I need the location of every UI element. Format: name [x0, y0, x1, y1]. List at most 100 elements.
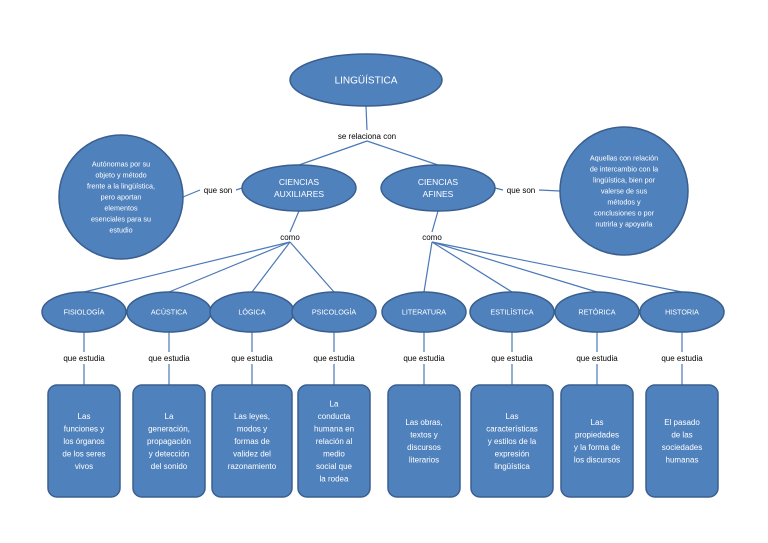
description-box-1-2	[560, 384, 634, 498]
como-label-1: como	[422, 233, 442, 242]
child-connector-0-0: que estudia	[63, 354, 105, 363]
description-box-text-1-1-line: Las	[506, 412, 519, 421]
description-text-0-line: objeto y método	[95, 171, 146, 180]
description-box-text-0-1-line: del sonido	[151, 462, 188, 471]
child-line-0-3	[289, 241, 335, 293]
description-box-text-0-3-line: social que	[316, 462, 353, 471]
description-box-text-1-3-line: humanas	[666, 456, 699, 465]
description-box-text-0-2-line: validez del	[233, 449, 271, 458]
description-text-0-line: Autónomas por su	[92, 160, 150, 169]
description-box-text-1-0-line: Las obras,	[405, 418, 442, 427]
description-box-text-1-2-line: propiedades	[575, 431, 619, 440]
description-box-text-0-1-line: La	[165, 412, 174, 421]
child-label-1-1: ESTILÍSTICA	[490, 308, 533, 317]
side-connector-0: que son	[204, 186, 232, 195]
child-line-1-0	[423, 241, 433, 293]
description-circle-1	[559, 126, 689, 256]
description-box-text-0-1-line: y detección	[149, 449, 189, 458]
child-connector-1-1: que estudia	[491, 354, 533, 363]
description-box-1-3	[645, 384, 719, 498]
child-label-1-2: RETÓRICA	[578, 308, 615, 317]
description-text-1-line: valerse de sus	[601, 187, 648, 196]
description-box-1-1	[470, 384, 554, 498]
description-text-0-line: esenciales para su	[91, 215, 151, 224]
description-box-1-0	[387, 384, 461, 498]
como-line-1	[431, 210, 439, 233]
child-connector-0-1: que estudia	[148, 354, 190, 363]
description-box-text-1-2-line: los discursos	[574, 456, 620, 465]
side-line-b-0	[182, 189, 201, 198]
description-box-text-1-0-line: discursos	[407, 443, 441, 452]
child-line-0-2	[251, 241, 291, 293]
description-box-0-0	[47, 384, 121, 498]
description-box-text-1-1-line: lingüística	[494, 462, 530, 471]
description-box-text-0-2-line: Las leyes,	[234, 412, 270, 421]
description-box-text-1-2-line: y la forma de	[574, 443, 621, 452]
description-text-1-line: nutrirla y apoyarla	[595, 220, 652, 229]
branch-label-0-line: AUXILIARES	[274, 189, 324, 199]
child-label-0-1: ACÚSTICA	[151, 308, 188, 317]
branch-node-0	[241, 164, 357, 212]
side-line-a-1	[494, 187, 504, 191]
child-line-0-1	[168, 241, 291, 293]
description-box-text-0-2-line: modos y	[237, 424, 267, 433]
child-node-1-3	[639, 291, 725, 333]
child-connector-0-3: que estudia	[313, 354, 355, 363]
description-text-0-line: estudio	[109, 226, 132, 235]
child-node-1-2	[554, 291, 640, 333]
description-box-text-1-1-line: características	[486, 424, 538, 433]
child-line-1-2	[431, 241, 598, 293]
description-box-text-1-1-line: y estilos de la	[488, 437, 537, 446]
description-box-text-0-3-line: la rodea	[320, 474, 349, 483]
description-box-text-1-0-line: literarios	[409, 456, 439, 465]
description-box-text-0-3-line: La	[330, 399, 339, 408]
child-node-1-1	[469, 291, 555, 333]
child-label-1-3: HISTORIA	[665, 308, 699, 317]
side-connector-1: que son	[507, 186, 535, 195]
description-box-text-0-0-line: los órganos	[63, 437, 104, 446]
child-label-0-3: PSICOLOGÍA	[312, 308, 357, 317]
description-box-text-0-0-line: Las	[78, 412, 91, 421]
description-box-0-3	[297, 384, 371, 498]
description-box-text-0-1-line: generación,	[148, 424, 190, 433]
description-box-text-1-3-line: sociedades	[662, 443, 702, 452]
description-box-text-0-1: La generación, propagación y detección del s…	[147, 412, 191, 471]
description-circle-0	[58, 134, 184, 260]
branch-label-1-line: AFINES	[423, 189, 454, 199]
branch-node-1	[380, 164, 496, 212]
branch-line-0	[298, 140, 368, 166]
description-box-text-0-1-line: propagación	[147, 437, 191, 446]
description-text-1-line: métodos y	[607, 198, 641, 207]
description-text-0-line: pero aportan	[101, 193, 142, 202]
como-line-0	[289, 210, 300, 233]
child-label-1-0: LITERATURA	[402, 308, 446, 317]
description-box-text-0-2-line: razonamiento	[228, 462, 277, 471]
child-connector-1-2: que estudia	[576, 354, 618, 363]
description-box-text-1-1: Las características y estilos de la expresi…	[486, 412, 538, 471]
description-text-1-line: lingüística, bien por	[593, 176, 656, 185]
description-box-text-1-3-line: El pasado	[664, 418, 700, 427]
description-text-1-line: conclusiones o por	[594, 209, 655, 218]
description-box-text-0-3-line: relación al	[316, 437, 353, 446]
description-box-0-1	[132, 384, 206, 498]
child-label-0-0: FISIOLOGÍA	[64, 308, 105, 317]
description-box-text-0-0-line: vivos	[75, 462, 93, 471]
description-box-text-0-0-line: de los seres	[62, 449, 105, 458]
description-box-text-1-3-line: de las	[671, 431, 692, 440]
child-node-0-0	[41, 291, 127, 333]
branch-line-1	[366, 140, 439, 166]
description-box-text-0-2-line: formas de	[234, 437, 270, 446]
description-box-text-1-1-line: expresión	[495, 449, 530, 458]
description-box-text-0-3-line: medio	[323, 449, 345, 458]
child-connector-0-2: que estudia	[231, 354, 273, 363]
side-line-b-1	[538, 189, 561, 192]
child-line-1-1	[431, 241, 513, 293]
description-box-text-1-3: El pasado de las sociedades humanas	[662, 418, 702, 465]
side-line-a-0	[235, 187, 243, 191]
